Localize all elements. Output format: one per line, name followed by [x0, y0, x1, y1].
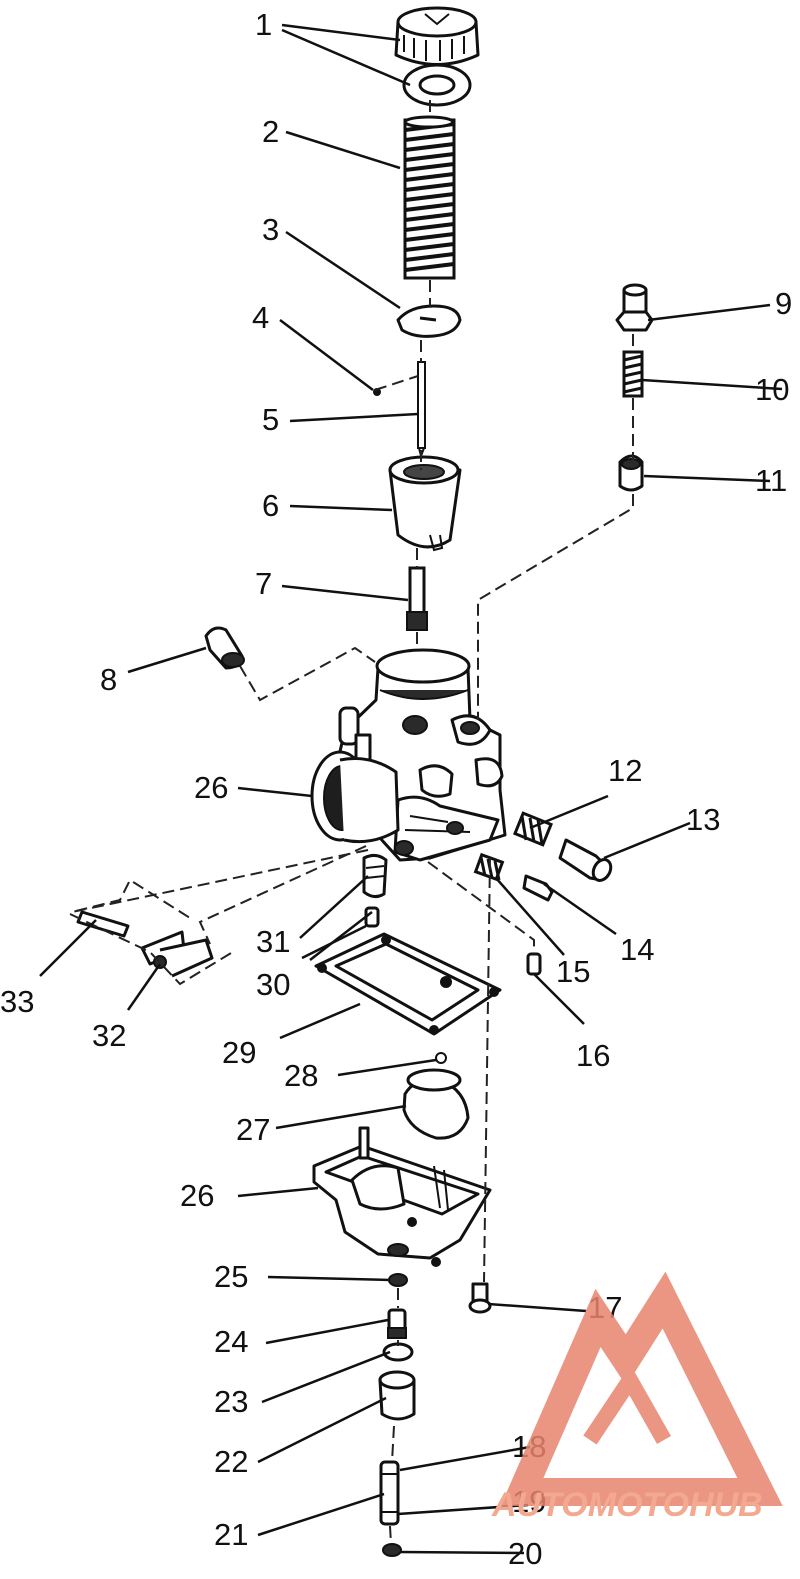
- part-needle-jet: [406, 566, 428, 631]
- part-jet-holder: [378, 1370, 416, 1421]
- part-retainer-plate: [396, 304, 462, 338]
- watermark-logo: [500, 1271, 783, 1506]
- callout-25: 25: [214, 1259, 248, 1294]
- part-gasket: [314, 932, 502, 1036]
- callout-22: 22: [214, 1444, 248, 1479]
- callout-30: 30: [256, 967, 290, 1002]
- callout-33: 33: [0, 984, 34, 1019]
- part-float: [402, 1068, 470, 1140]
- callout-labels: 1 2 3 4 5 6 7 8 9 10 11 12 13 14 15 16 1…: [0, 7, 792, 1571]
- callout-5: 5: [262, 402, 279, 437]
- part-adjust-screw: [615, 283, 654, 332]
- part-small-spring: [622, 350, 644, 398]
- part-float-bowl: [312, 1126, 492, 1267]
- part-throttle-valve: [388, 455, 462, 552]
- part-intake-throat: [310, 750, 400, 844]
- callout-29: 29: [222, 1035, 256, 1070]
- callout-21: 21: [214, 1517, 248, 1552]
- callout-9: 9: [775, 286, 792, 321]
- callout-7: 7: [255, 566, 272, 601]
- part-pilot-screw: [522, 874, 554, 902]
- part-tube: [379, 1460, 400, 1526]
- callout-2: 2: [262, 114, 279, 149]
- part-spring: [403, 115, 456, 280]
- callout-32: 32: [92, 1018, 126, 1053]
- part-bracket: [76, 910, 214, 978]
- part-small-jet: [526, 952, 542, 976]
- callout-16: 16: [576, 1038, 610, 1073]
- part-plunger: [618, 454, 644, 492]
- callout-27: 27: [236, 1112, 270, 1147]
- part-drain-screw: [468, 1282, 492, 1314]
- part-fitting: [362, 853, 388, 928]
- part-screw-spring: [513, 811, 553, 847]
- callout-14: 14: [620, 932, 654, 967]
- callout-11: 11: [755, 463, 787, 498]
- callout-1: 1: [255, 7, 272, 42]
- part-o-ring-small: [388, 1273, 408, 1287]
- part-main-jet: [387, 1308, 407, 1339]
- leader-lines: [39, 23, 783, 1555]
- callout-3: 3: [262, 212, 279, 247]
- callout-31: 31: [256, 924, 290, 959]
- part-idle-screw: [558, 838, 613, 882]
- callout-24: 24: [214, 1324, 248, 1359]
- callout-28: 28: [284, 1058, 318, 1093]
- assembly-lines: [69, 100, 634, 1545]
- watermark-text: AUTOMOTOHUB: [491, 1486, 763, 1524]
- callout-26-top: 26: [194, 770, 228, 805]
- callout-15: 15: [556, 954, 590, 989]
- callout-4: 4: [252, 300, 269, 335]
- part-cap-bottom: [382, 1543, 402, 1557]
- callout-26-bottom: 26: [180, 1178, 214, 1213]
- callout-12: 12: [608, 753, 642, 788]
- callout-6: 6: [262, 488, 279, 523]
- callout-23: 23: [214, 1384, 248, 1419]
- callout-13: 13: [686, 802, 720, 837]
- part-cap: [394, 6, 480, 107]
- part-plug: [204, 626, 245, 670]
- callout-10: 10: [755, 372, 789, 407]
- part-ball: [435, 1052, 447, 1064]
- callout-8: 8: [100, 662, 117, 697]
- part-carburetor-body: [336, 648, 507, 862]
- callout-20: 20: [508, 1536, 542, 1571]
- part-jet-needle: [417, 361, 426, 460]
